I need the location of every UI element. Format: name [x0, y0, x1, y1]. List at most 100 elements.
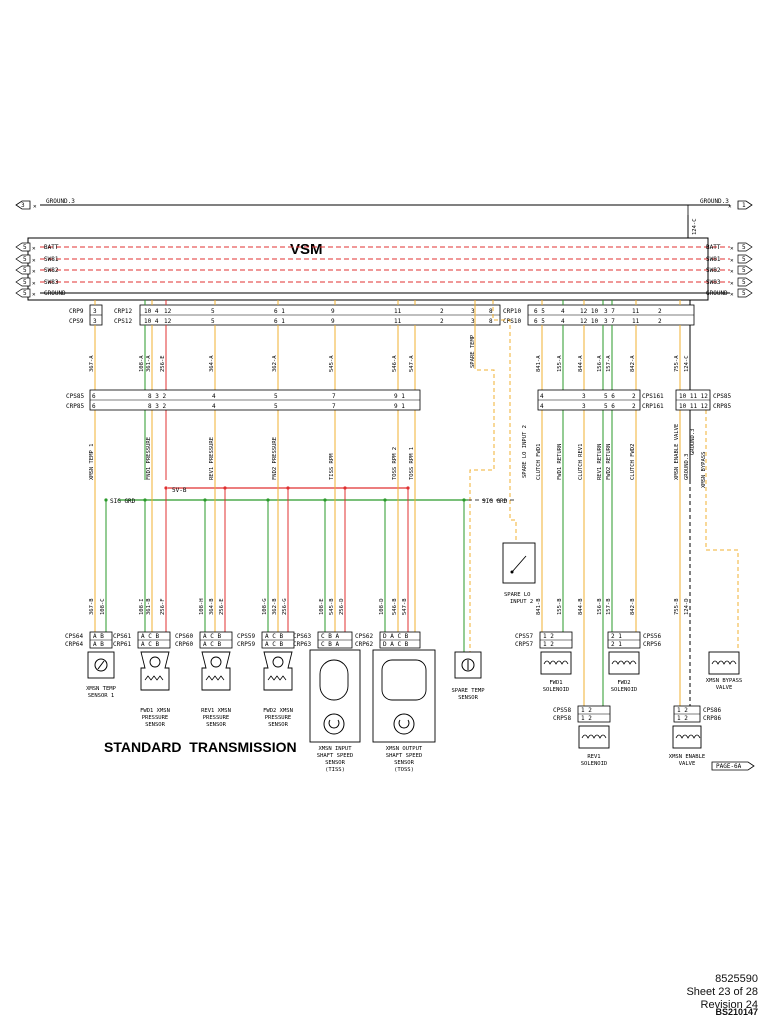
bus-break-right: ✕: [730, 291, 734, 298]
wire-id-label: 256-E: [219, 598, 225, 615]
pin-label: 7: [332, 393, 336, 400]
connector-name: CRP57: [515, 641, 533, 648]
bus-pin-number: 5: [742, 267, 746, 274]
junction-dot: [223, 486, 227, 490]
wire-id-label: 256-E: [160, 355, 166, 372]
wire-id-label: 841-B: [536, 598, 542, 615]
wire-id-label: 367-B: [89, 598, 95, 615]
enable-valve-coil: [675, 734, 701, 739]
wire-id-label: 546-B: [392, 598, 398, 615]
spare-lo-label-line2: INPUT 2: [510, 599, 533, 605]
wire-id-label: 108-E: [319, 598, 325, 615]
connector-pins: 1 2: [543, 641, 554, 648]
connector-name: CPS60: [175, 633, 193, 640]
pin-label: 3: [93, 308, 97, 315]
sig-grd-label: SIG GRD: [110, 498, 136, 505]
wire-id-label: 842-A: [630, 355, 636, 372]
component-label-line: XMSN TEMP: [86, 686, 116, 692]
component-label-line: XMSN OUTPUT: [386, 746, 423, 752]
component-label-line: XMSN INPUT: [318, 746, 352, 752]
wire-id-label: 256-F: [160, 598, 166, 615]
pin-label: 2: [440, 308, 444, 315]
junction-dot: [104, 498, 108, 502]
connector-name: CRP59: [237, 641, 255, 648]
wire-id-label: 546-A: [392, 355, 398, 372]
pin-label: 11: [632, 308, 640, 315]
bus-pin-left: [15, 288, 31, 298]
top-connector-strip: CRP9 CPS9 3 3 CRP12 CPS12 CRP10 CPS10: [69, 304, 695, 326]
connector-pins: A C B: [141, 641, 159, 648]
pin-label: 3 7: [604, 308, 615, 315]
bus-pin-left: [15, 242, 31, 252]
pin-label: 3: [471, 318, 475, 325]
pin-label: 12 10: [580, 318, 598, 325]
wire-id-label: 155-A: [557, 355, 563, 372]
junction-dot: [406, 486, 410, 490]
pin-label: 4: [212, 403, 216, 410]
wire-id-label: 755-B: [674, 598, 680, 615]
bus-pin-right: [737, 265, 753, 275]
pin-label: 6 5: [534, 318, 545, 325]
pressure-sensor-element: [149, 656, 161, 668]
signal-label: CLUTCH FWD2: [630, 444, 636, 480]
ground-line-top: 3 ✕ GROUND.3 GROUND.3 ✕ 1: [15, 198, 753, 238]
pressure-sensor-element: [272, 656, 284, 668]
pin-label: 12 10: [580, 308, 598, 315]
bus-pin-number: 5: [742, 290, 746, 297]
wire-id-label: 256-D: [339, 598, 345, 615]
pin-label: 8: [489, 318, 493, 325]
spare-lo-dashed: [492, 300, 517, 543]
bus-pin-left: [15, 254, 31, 264]
signal-label: FWD1 RETURN: [557, 444, 563, 480]
bus-label-left: GROUND: [44, 290, 66, 297]
bus-label-left: BATT: [44, 244, 59, 251]
wire-id-label: 844-A: [578, 355, 584, 372]
ground-label-right: GROUND.3: [700, 198, 729, 205]
wire-id-label: 108-C: [100, 598, 106, 615]
pin-label: 5: [274, 403, 278, 410]
pin-label: 2: [658, 308, 662, 315]
pin-label: 9 1: [394, 403, 405, 410]
pressure-sensor-zigzag: [267, 675, 287, 681]
connector-pins: 1 2: [677, 715, 688, 722]
pin-label: 3 7: [604, 318, 615, 325]
component-label-line: SENSOR: [268, 722, 289, 728]
signal-label: TISS RPM: [329, 453, 335, 480]
connector-pins: 1 2: [581, 707, 592, 714]
connector-pins: A B: [93, 641, 104, 648]
pin-label: 5 6: [604, 393, 615, 400]
wire-id-label: 364-B: [209, 598, 215, 615]
bus-label-right: SW82: [706, 267, 721, 274]
component-label-line: SENSOR: [325, 760, 346, 766]
component-label-line: XMSN BYPASS: [706, 678, 742, 684]
bus-pin-right: [737, 277, 753, 287]
bus-pin-left: [15, 265, 31, 275]
connector-pins: D A C B: [383, 633, 409, 640]
pin-label: 11: [632, 318, 640, 325]
signal-label: XMSN TEMP 1: [89, 444, 95, 480]
spare-lo-input-switch: SPARE LO INPUT 2: [502, 542, 536, 605]
conn-crp161: CRP161: [642, 403, 664, 410]
fwd1-solenoid-coil: [543, 660, 569, 665]
connector-name: CRP64: [65, 641, 83, 648]
wire-id-label: 124-C: [692, 218, 698, 235]
component-label-line: SHAFT SPEED: [317, 753, 353, 759]
connector-pins: A C B: [203, 641, 221, 648]
connector-pins: A C B: [265, 633, 283, 640]
wire-id-label: 547-B: [402, 598, 408, 615]
spare-lo-label-line1: SPARE LO: [504, 592, 531, 598]
connector-name: CPS62: [355, 633, 373, 640]
bus-break-right: ✕: [730, 268, 734, 275]
wire-id-label: 108-H: [199, 598, 205, 615]
svg-text:✕: ✕: [728, 203, 732, 210]
bus-pin-number: 5: [23, 244, 27, 251]
wire-id-label: 156-A: [597, 355, 603, 372]
connector-pins: A C B: [265, 641, 283, 648]
pin-label: 10 4: [144, 308, 159, 315]
pressure-sensor-body: [263, 651, 293, 691]
pin-label: 3: [582, 393, 586, 400]
wire-id-label: 124-C: [684, 355, 690, 372]
vsm-title: VSM: [290, 241, 323, 258]
component-label-line: SPARE TEMP: [451, 688, 485, 694]
